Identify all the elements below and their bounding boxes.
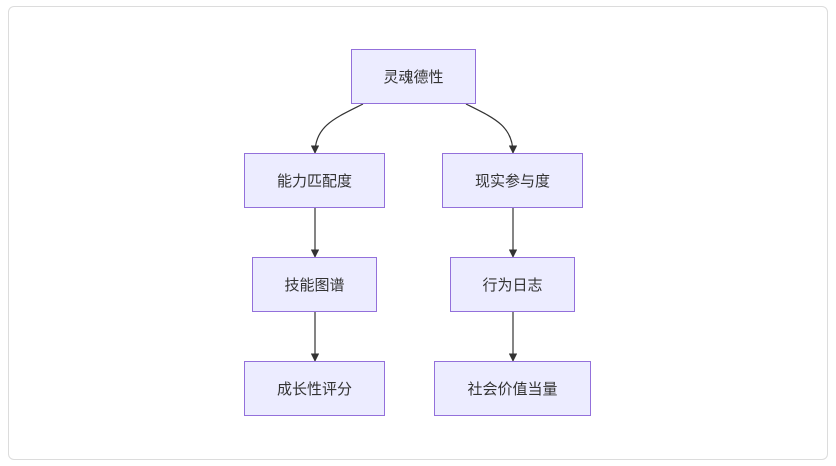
node-right2: 行为日志: [450, 257, 575, 312]
node-left1: 能力匹配度: [244, 153, 385, 208]
node-root: 灵魂德性: [351, 49, 476, 104]
edge-root-to-right1: [465, 103, 518, 154]
node-left2: 技能图谱: [252, 257, 377, 312]
edge-root-to-left1: [310, 103, 364, 154]
node-right3: 社会价值当量: [434, 361, 591, 416]
node-left3: 成长性评分: [244, 361, 385, 416]
node-right1: 现实参与度: [442, 153, 583, 208]
